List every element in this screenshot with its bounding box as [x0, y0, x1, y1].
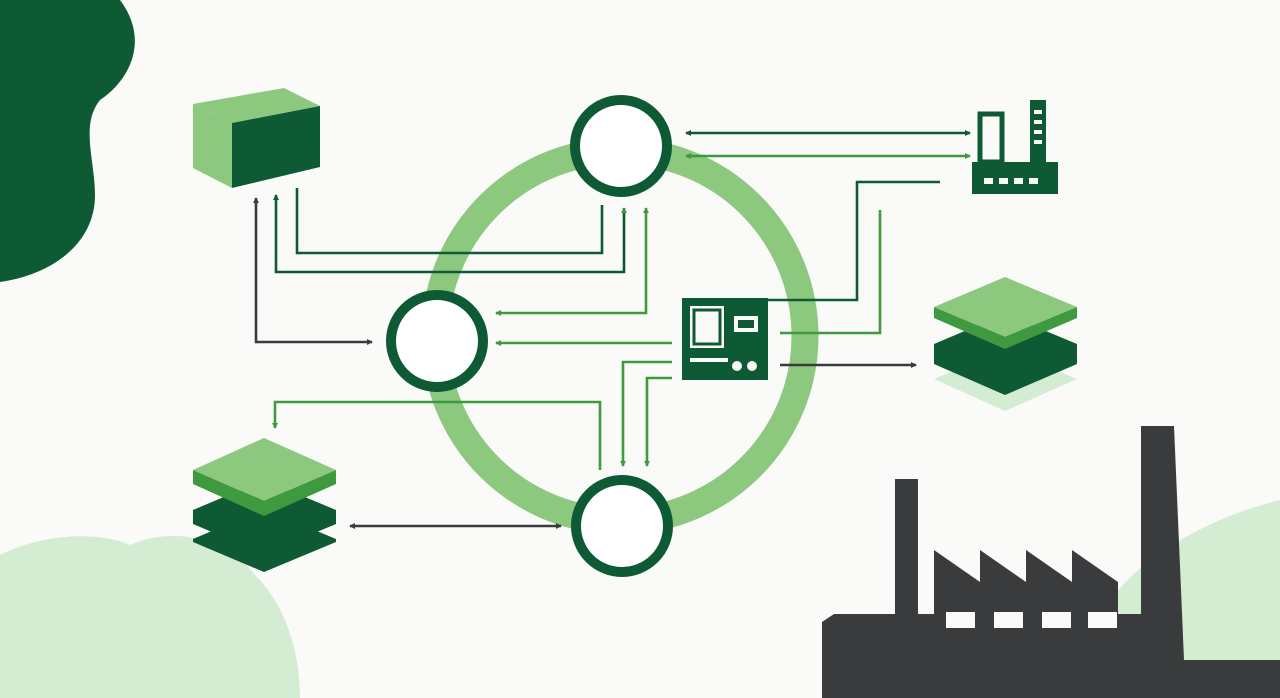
- node-circle-left: [386, 290, 488, 392]
- cube-icon: [193, 88, 320, 188]
- arrow-machine-to-left-node-a: [495, 207, 649, 316]
- line-factory-to-machine-b: [780, 210, 882, 335]
- connector-arrows: [253, 130, 971, 529]
- stacked-layers-icon-left: [193, 438, 336, 572]
- arrow-machine-to-bottom-node-b: [644, 376, 672, 467]
- stacked-layers-icon-right: [934, 277, 1077, 411]
- arrow-bottom-node-to-layers: [272, 400, 602, 470]
- factory-silhouette-icon: [822, 426, 1280, 698]
- node-circle-bottom: [571, 475, 673, 577]
- pale-blob-bottom-left: [0, 536, 300, 698]
- factory-windows: [946, 612, 1117, 628]
- machine-icon: [682, 298, 768, 380]
- arrow-machine-to-bottom-node-a: [620, 360, 672, 467]
- arrow-cube-to-left-node: [253, 197, 373, 345]
- node-circle-top: [570, 95, 672, 197]
- line-factory-to-machine-a: [755, 180, 940, 302]
- dark-blob-top-left: [0, 0, 135, 282]
- factory-tower-icon: [972, 100, 1058, 194]
